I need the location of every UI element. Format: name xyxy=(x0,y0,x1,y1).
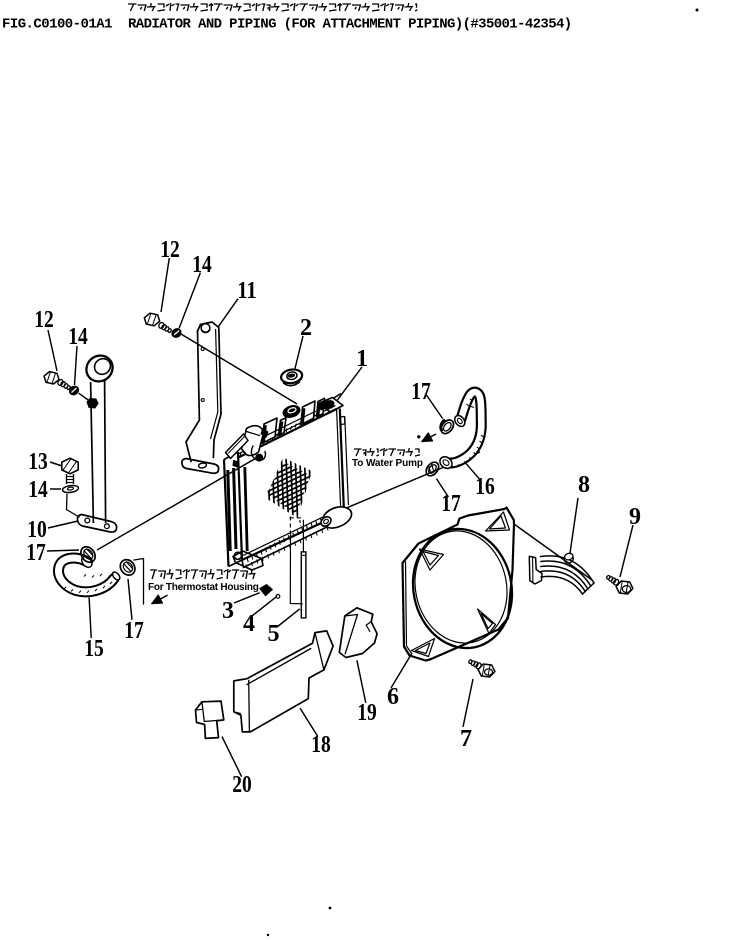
svg-text:9: 9 xyxy=(629,504,641,530)
svg-text:17: 17 xyxy=(124,618,144,644)
svg-text:5: 5 xyxy=(268,621,280,647)
svg-text:To Water Pump: To Water Pump xyxy=(352,458,423,469)
svg-text:15: 15 xyxy=(84,636,104,662)
svg-text:14: 14 xyxy=(28,477,48,503)
svg-text:FIG.C0100-01A1: FIG.C0100-01A1 xyxy=(2,17,112,33)
svg-text:2: 2 xyxy=(300,315,312,341)
svg-text:20: 20 xyxy=(232,772,252,798)
svg-text:1: 1 xyxy=(356,346,368,372)
svg-text:14: 14 xyxy=(68,324,88,350)
svg-text:4: 4 xyxy=(243,611,255,637)
svg-text:11: 11 xyxy=(237,278,257,304)
svg-text:12: 12 xyxy=(34,307,54,333)
svg-text:10: 10 xyxy=(27,517,47,543)
svg-text:For Thermostat Housing: For Thermostat Housing xyxy=(148,582,259,593)
svg-text:17: 17 xyxy=(26,540,46,566)
svg-text:18: 18 xyxy=(311,732,331,758)
svg-text:17: 17 xyxy=(411,379,431,405)
svg-text:3: 3 xyxy=(222,598,234,624)
svg-text:13: 13 xyxy=(28,449,48,475)
svg-text:12: 12 xyxy=(160,237,180,263)
svg-text:RADIATOR AND PIPING (FOR ATTAC: RADIATOR AND PIPING (FOR ATTACHMENT PIPI… xyxy=(128,17,572,33)
svg-text:8: 8 xyxy=(578,472,590,498)
svg-text:6: 6 xyxy=(387,684,399,710)
svg-text:7: 7 xyxy=(460,726,472,752)
svg-text:17: 17 xyxy=(441,491,461,517)
svg-text:19: 19 xyxy=(357,700,377,726)
svg-text:14: 14 xyxy=(192,252,212,278)
svg-text:16: 16 xyxy=(475,474,495,500)
